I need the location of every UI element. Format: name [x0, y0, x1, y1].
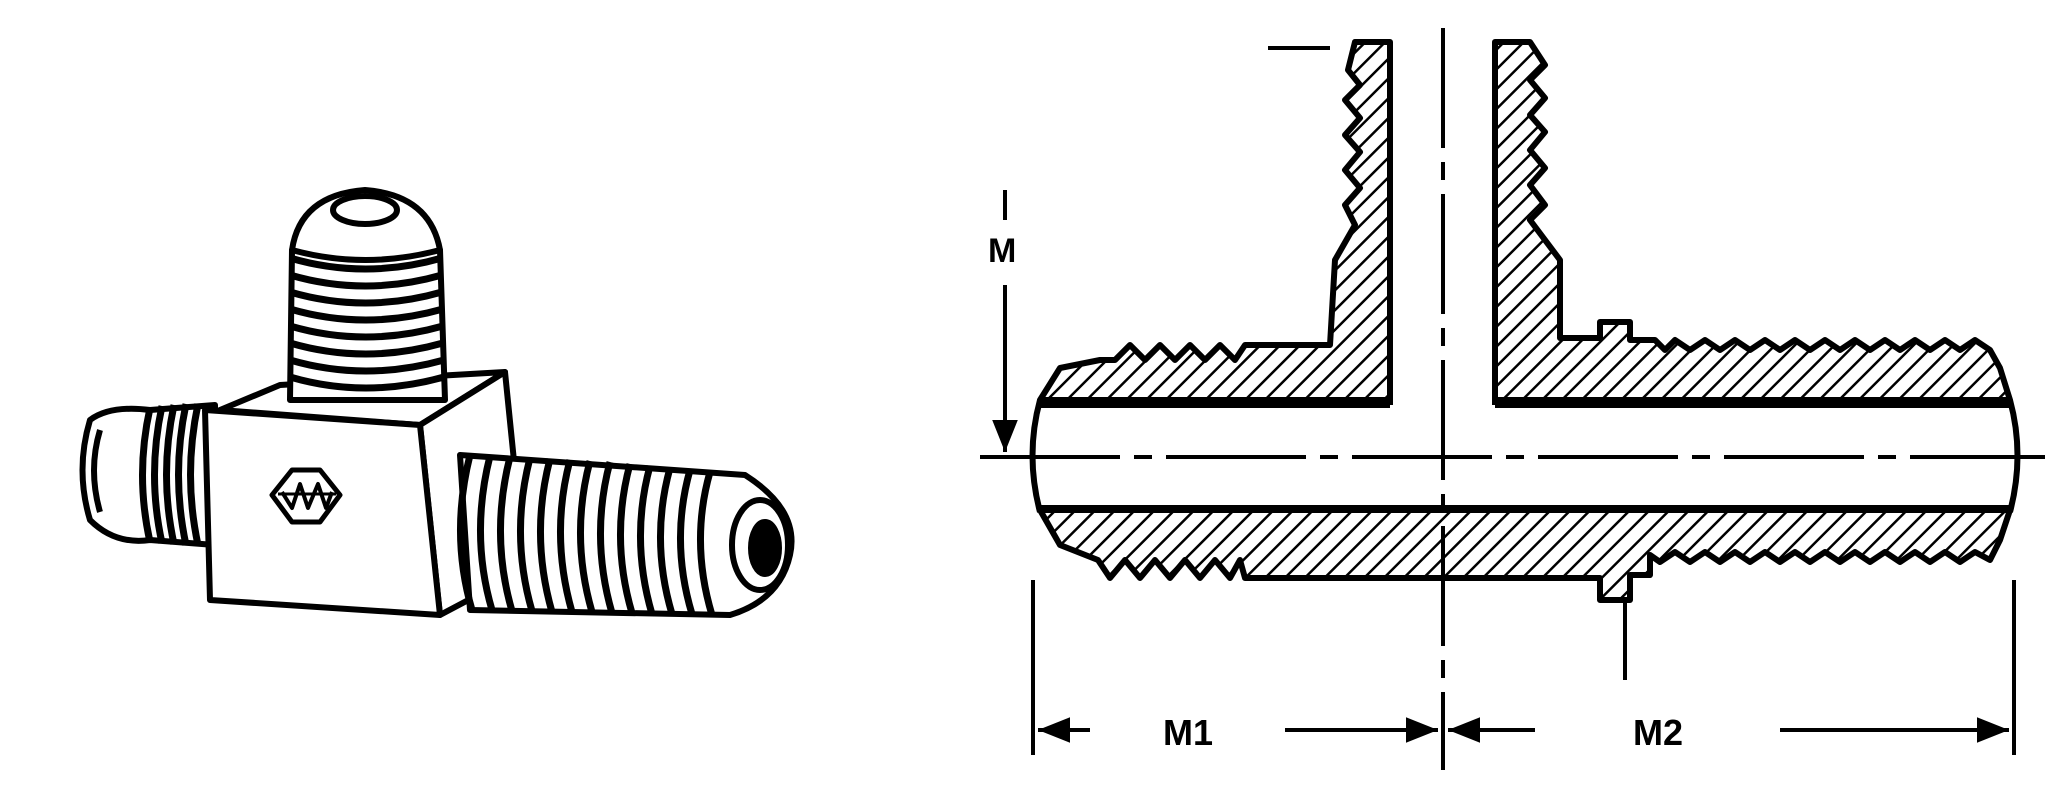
iso-left-branch: [79, 402, 218, 548]
section-view: M M1 M2: [980, 28, 2045, 770]
dimension-m1-m2: [1031, 580, 2016, 755]
iso-right-branch: [456, 452, 795, 618]
dimension-m-label: M: [988, 232, 1016, 270]
dimension-m2-label: M2: [1633, 712, 1683, 753]
section-wall-bottom: [1037, 507, 2013, 603]
section-horizontal-bore: [1030, 405, 2020, 508]
isometric-tee-illustration: [79, 187, 795, 618]
iso-top-branch: [287, 187, 448, 403]
section-wall-upper-left: [1037, 39, 1393, 403]
hex-logo-icon: [269, 467, 343, 525]
dimension-m: M: [988, 190, 1018, 452]
section-wall-upper-right: [1492, 39, 2013, 403]
dimension-m1-label: M1: [1163, 712, 1213, 753]
